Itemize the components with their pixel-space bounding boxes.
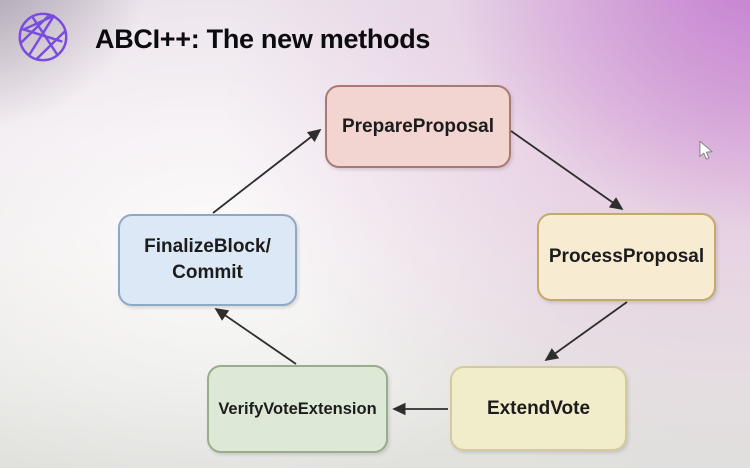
slide-title: ABCI++: The new methods: [95, 24, 431, 54]
arrow-process-to-extend: [544, 301, 628, 362]
node-process-proposal: ProcessProposal: [537, 213, 716, 301]
mouse-cursor-icon: [699, 140, 713, 160]
node-prepare-proposal: PrepareProposal: [325, 85, 511, 168]
arrow-verify-to-finalize: [214, 307, 297, 365]
slide-header: ABCI++: The new methods: [0, 0, 750, 78]
node-verify-vote-extension: VerifyVoteExtension: [207, 365, 388, 453]
wireframe-sphere-logo-icon: [18, 12, 68, 62]
arrow-prepare-to-process: [510, 130, 624, 211]
node-finalize-block-commit: FinalizeBlock/ Commit: [118, 214, 297, 306]
arrow-finalize-to-prepare: [212, 128, 322, 214]
node-extend-vote: ExtendVote: [450, 366, 627, 451]
